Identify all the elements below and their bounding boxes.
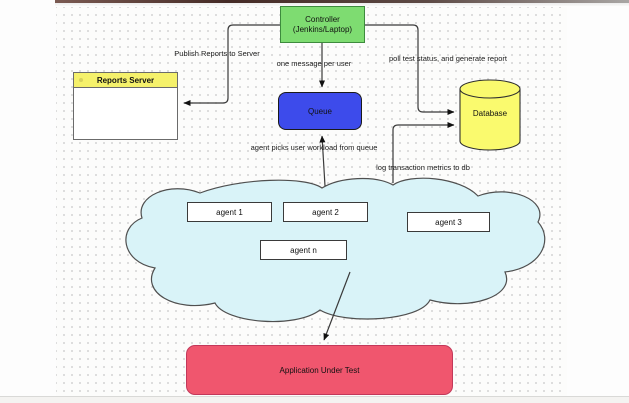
edge-label-agent-picks: agent picks user workload from queue: [250, 143, 378, 152]
reports-server-node: Reports Server: [73, 72, 178, 140]
reports-server-header: Reports Server: [74, 73, 177, 88]
database-label: Database: [472, 108, 508, 118]
application-label: Application Under Test: [279, 365, 360, 375]
edge-cloud-to-queue: [319, 135, 326, 187]
edge-label-poll-status: poll test status, and generate report: [389, 54, 507, 63]
agent-1-node: agent 1: [187, 202, 272, 222]
edge-label-log-metrics: log transaction metrics to db: [376, 163, 470, 172]
edge-label-publish-reports: Publish Reports to Server: [174, 49, 260, 58]
controller-node: Controller (Jenkins/Laptop): [280, 6, 365, 43]
edge-cloud-to-database: [392, 122, 455, 183]
agent-n-node: agent n: [260, 240, 347, 260]
edge-label-one-message: one message per user: [276, 59, 352, 68]
controller-label-line2: (Jenkins/Laptop): [292, 24, 353, 34]
database-cylinder: [459, 79, 521, 151]
canvas-bottom-edge: [0, 396, 629, 403]
disclosure-dot-icon: [79, 78, 83, 82]
reports-server-label: Reports Server: [96, 75, 155, 85]
edge-controller-to-reports: [183, 24, 280, 106]
queue-node: Queue: [278, 92, 362, 130]
controller-label-line1: Controller: [305, 14, 340, 24]
queue-label: Queue: [307, 106, 333, 116]
edge-controller-to-database: [365, 24, 455, 115]
window-top-edge: [55, 0, 629, 3]
application-under-test-node: Application Under Test: [186, 345, 453, 395]
agent-3-node: agent 3: [407, 212, 490, 232]
agent-2-node: agent 2: [283, 202, 368, 222]
window-top-shadow: [55, 3, 629, 6]
edge-cloud-to-application: [323, 271, 351, 341]
